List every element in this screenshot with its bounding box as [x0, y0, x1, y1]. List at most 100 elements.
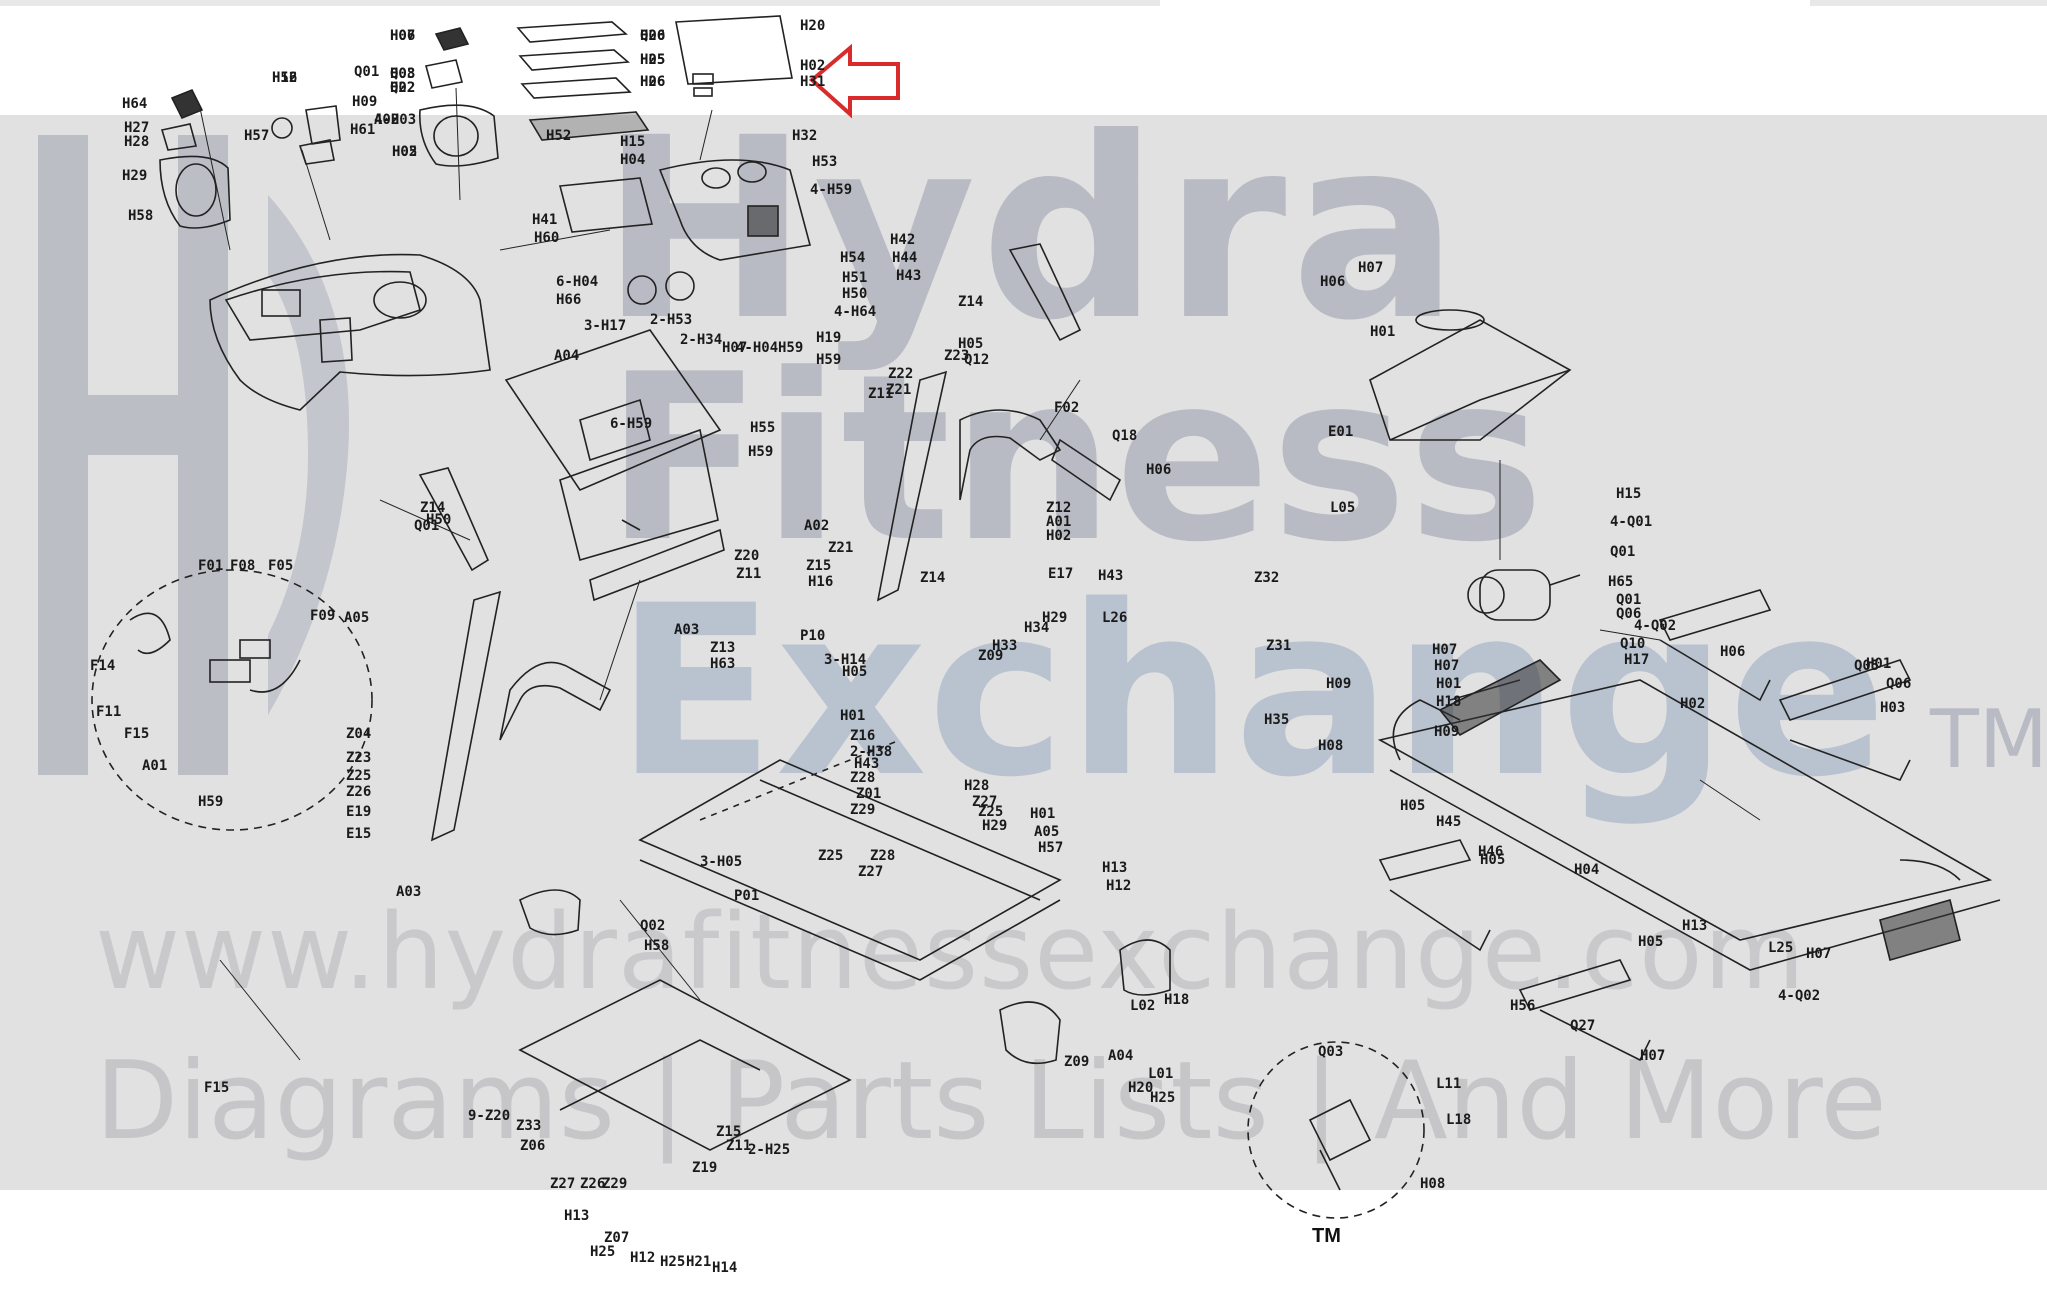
part-label: H35 — [1264, 712, 1289, 728]
part-label: H07 — [390, 28, 415, 44]
part-label: F15 — [204, 1080, 229, 1096]
part-label: F15 — [124, 726, 149, 742]
part-label: Z19 — [692, 1160, 717, 1176]
part-label: H04 — [620, 152, 645, 168]
part-label: Z28 — [870, 848, 895, 864]
part-label: Z12 — [1046, 500, 1071, 516]
part-label: F01 — [198, 558, 223, 574]
part-label: H15 — [1616, 486, 1641, 502]
part-label: H01 — [1866, 656, 1891, 672]
part-label: H60 — [534, 230, 559, 246]
deck-rails — [1378, 589, 1912, 1062]
part-label: H22 — [390, 80, 415, 96]
part-label: Q20 — [640, 28, 665, 44]
part-label: H05 — [842, 664, 867, 680]
part-label: H56 — [1510, 998, 1535, 1014]
part-label: H61 — [350, 122, 375, 138]
part-label: Z11 — [868, 386, 893, 402]
part-label: 4-H64 — [834, 304, 876, 320]
part-label: A03 — [674, 622, 699, 638]
part-label: L25 — [1768, 940, 1793, 956]
part-label: 4-H59 — [810, 182, 852, 198]
part-label: Q01 — [354, 64, 379, 80]
left-handlebar — [418, 467, 612, 842]
part-label: H25 — [640, 52, 665, 68]
part-label: H50 — [842, 286, 867, 302]
part-label: H02 — [800, 58, 825, 74]
part-label: F02 — [1054, 400, 1079, 416]
part-label: H05 — [1480, 852, 1505, 868]
top-strip — [0, 0, 1160, 6]
part-label: Z07 — [604, 1230, 629, 1246]
part-label: H06 — [390, 28, 415, 44]
part-label: 3-H14 — [824, 652, 866, 668]
part-label: Z21 — [828, 540, 853, 556]
part-label: A01 — [1046, 514, 1071, 530]
part-label: F05 — [268, 558, 293, 574]
part-label: H33 — [992, 638, 1017, 654]
part-label: H12 — [272, 70, 297, 86]
part-label: H02 — [392, 144, 417, 160]
part-label: Q03 — [1318, 1044, 1343, 1060]
part-label: F14 — [90, 658, 115, 674]
part-label: Q06 — [1886, 676, 1911, 692]
right-handlebar — [876, 243, 1122, 602]
treadmill-base-frame — [518, 739, 1062, 1151]
part-label: Z01 — [856, 786, 881, 802]
part-label: Q27 — [1570, 1018, 1595, 1034]
part-label: H56 — [272, 70, 297, 86]
part-label: Q01 — [414, 518, 439, 534]
part-label: Z14 — [958, 294, 983, 310]
part-label: Z09 — [1064, 1054, 1089, 1070]
part-label: 2-H34 — [680, 332, 722, 348]
part-label: H66 — [556, 292, 581, 308]
part-label: Z29 — [602, 1176, 627, 1192]
part-label: L26 — [1102, 610, 1127, 626]
rear-end-caps — [519, 889, 1171, 1065]
part-label: Z14 — [420, 500, 445, 516]
left-cup-holder-assembly — [159, 88, 231, 229]
part-label: Z25 — [978, 804, 1003, 820]
part-label: 4-Q02 — [1634, 618, 1676, 634]
part-label: Q01 — [1616, 592, 1641, 608]
part-label: H45 — [1436, 814, 1461, 830]
part-label: H59 — [816, 352, 841, 368]
part-label: H59 — [778, 340, 803, 356]
part-label: H12 — [1106, 878, 1131, 894]
drive-belt — [1438, 659, 1961, 961]
part-label: H32 — [792, 128, 817, 144]
part-label: H04 — [1574, 862, 1599, 878]
part-label: 4-H03 — [374, 112, 416, 128]
part-label: 2-H25 — [748, 1142, 790, 1158]
part-label: H12 — [630, 1250, 655, 1266]
part-label: H25 — [590, 1244, 615, 1260]
part-label: H29 — [982, 818, 1007, 834]
part-label: H02 — [1680, 696, 1705, 712]
part-label: Z26 — [580, 1176, 605, 1192]
part-label: H15 — [620, 134, 645, 150]
part-label: Z15 — [806, 558, 831, 574]
part-label: Z33 — [516, 1118, 541, 1134]
part-label: Z27 — [858, 864, 883, 880]
part-label: H65 — [1608, 574, 1633, 590]
part-label: H01 — [840, 708, 865, 724]
part-label: H06 — [640, 28, 665, 44]
part-label: Q18 — [1112, 428, 1137, 444]
part-label: H55 — [750, 420, 775, 436]
part-label: H07 — [1640, 1048, 1665, 1064]
drive-motor — [1467, 569, 1581, 621]
part-label: Z26 — [346, 784, 371, 800]
part-label: H06 — [640, 74, 665, 90]
part-label: E19 — [346, 804, 371, 820]
part-label: H57 — [1038, 840, 1063, 856]
part-label: H59 — [748, 444, 773, 460]
part-label: H07 — [1434, 658, 1459, 674]
detail-caption: TM — [1312, 1225, 1341, 1247]
part-label: H42 — [890, 232, 915, 248]
part-label: A03 — [396, 884, 421, 900]
part-label: H63 — [710, 656, 735, 672]
part-label: H05 — [640, 52, 665, 68]
part-label: H43 — [896, 268, 921, 284]
part-label: A05 — [1034, 824, 1059, 840]
